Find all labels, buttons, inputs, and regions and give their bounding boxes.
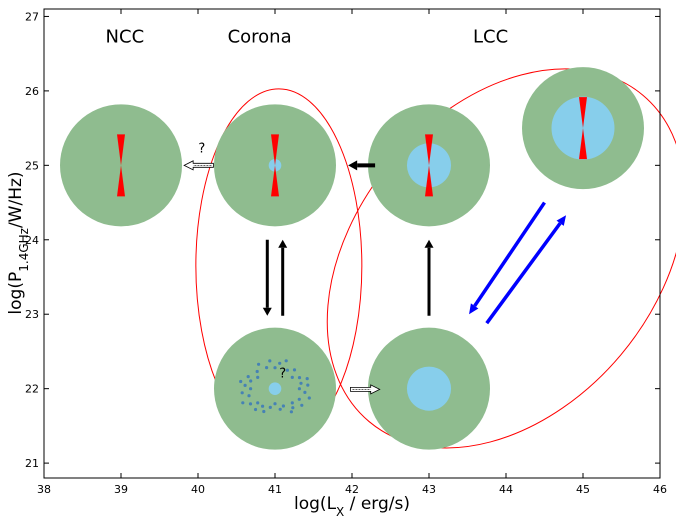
x-tick-label: 40: [191, 483, 205, 496]
relic-dot: [268, 359, 272, 363]
y-tick-label: 25: [25, 159, 39, 172]
relic-dot: [278, 361, 282, 365]
arrow-lcc-to-corona: [348, 160, 376, 171]
relic-dot: [273, 402, 277, 406]
radio-jet-up: [425, 134, 433, 166]
arrow-corona-down: [262, 239, 272, 316]
cluster-node: [368, 104, 490, 227]
arrow-blue-down-head: [469, 303, 479, 315]
relic-dot: [299, 381, 303, 385]
relic-dot: [284, 359, 288, 363]
relic-dot: [265, 366, 269, 370]
radio-jet-up: [117, 134, 125, 166]
arrow-lcc-up: [424, 239, 434, 316]
x-tick-label: 41: [268, 483, 282, 496]
x-tick-label: 44: [499, 483, 513, 496]
radio-jet-up: [579, 97, 587, 129]
relic-dot: [253, 407, 258, 412]
relic-dot: [290, 401, 294, 405]
arrow-blue-down-shaft: [473, 201, 546, 307]
relic-dot: [297, 397, 301, 401]
x-tick-label: 38: [37, 483, 51, 496]
relic-dot: [305, 377, 309, 381]
y-tick-label: 22: [25, 383, 39, 396]
x-tick-label: 39: [114, 483, 128, 496]
relic-dot: [257, 362, 261, 366]
relic-dot: [303, 390, 307, 394]
y-tick-label: 24: [25, 234, 39, 247]
arrow-corona-up: [278, 239, 288, 316]
cluster-node: [368, 327, 490, 450]
relic-dot: [239, 379, 243, 384]
relic-dot: [290, 375, 294, 379]
relic-dot: [300, 403, 304, 407]
relic-dot: [278, 407, 282, 411]
arrow-lcc-up-head: [424, 239, 434, 248]
relic-dot: [281, 404, 285, 408]
x-tick-label: 43: [422, 483, 436, 496]
question-mark: ?: [279, 367, 286, 382]
y-axis-ticks: 21 22 23 24 25 26 27: [25, 10, 660, 470]
relic-dot: [255, 369, 259, 374]
cluster-core: [268, 382, 282, 395]
arrow-lcc-to-corona-head: [348, 160, 358, 171]
relic-dot: [247, 394, 251, 398]
radio-jet-down: [425, 165, 433, 197]
relic-dot: [249, 387, 253, 391]
region-label-lcc: LCC: [473, 27, 508, 48]
x-axis-ticks: 38 39 40 41 42 43 44 45 46: [37, 9, 667, 496]
arrow-blue-down: [469, 201, 546, 315]
y-tick-label: 21: [25, 457, 39, 470]
diagram-content: ?? NCC Corona LCC: [60, 27, 676, 450]
relic-dot: [268, 405, 272, 409]
relic-dot: [297, 376, 302, 380]
x-tick-label: 42: [345, 483, 359, 496]
relic-dot: [243, 383, 247, 387]
arrow-blue-up-head: [556, 215, 567, 226]
region-label-ncc: NCC: [106, 27, 145, 48]
y-tick-label: 27: [25, 10, 39, 23]
cluster-node: [214, 327, 336, 450]
arrow-corona-down-head: [262, 307, 272, 316]
arrow-blue-up-shaft: [485, 222, 562, 325]
x-tick-label: 45: [576, 483, 590, 496]
relic-dot: [249, 379, 253, 383]
relic-dot: [240, 391, 244, 395]
y-tick-label: 26: [25, 85, 39, 98]
radio-jet-up: [271, 134, 279, 166]
relic-dot: [248, 402, 253, 406]
y-axis-label: log(P1.4GHz/W/Hz): [6, 171, 31, 314]
cluster-node: [60, 104, 182, 227]
relic-dot: [306, 383, 310, 387]
question-mark: ?: [198, 142, 205, 157]
y-tick-label: 23: [25, 308, 39, 321]
relic-dot: [289, 410, 293, 414]
relic-dot: [297, 387, 301, 391]
relic-dot: [292, 368, 297, 372]
relic-dot: [273, 366, 277, 370]
radio-jet-down: [271, 165, 279, 197]
relic-dot: [285, 368, 289, 372]
x-tick-label: 46: [653, 483, 667, 496]
relic-dot: [246, 375, 250, 379]
relic-dot: [307, 396, 311, 400]
x-axis-label: log(LX / erg/s): [294, 494, 410, 519]
arrow-hollow-to-ncc: [183, 160, 214, 171]
arrow-blue-up: [485, 215, 567, 325]
relic-dot: [256, 375, 260, 379]
relic-dot: [262, 409, 266, 414]
relic-dot: [261, 404, 265, 408]
cluster-node: [214, 104, 336, 227]
relic-dot: [291, 406, 295, 410]
cluster-core: [406, 366, 452, 411]
relic-dot: [241, 401, 245, 405]
arrow-corona-up-head: [278, 239, 288, 248]
radio-jet-down: [579, 128, 587, 160]
region-label-corona: Corona: [228, 27, 292, 48]
radio-jet-down: [117, 165, 125, 197]
relic-dot: [256, 401, 260, 405]
cluster-node: [522, 67, 644, 190]
arrow-hollow-to-lcc: [350, 384, 381, 395]
